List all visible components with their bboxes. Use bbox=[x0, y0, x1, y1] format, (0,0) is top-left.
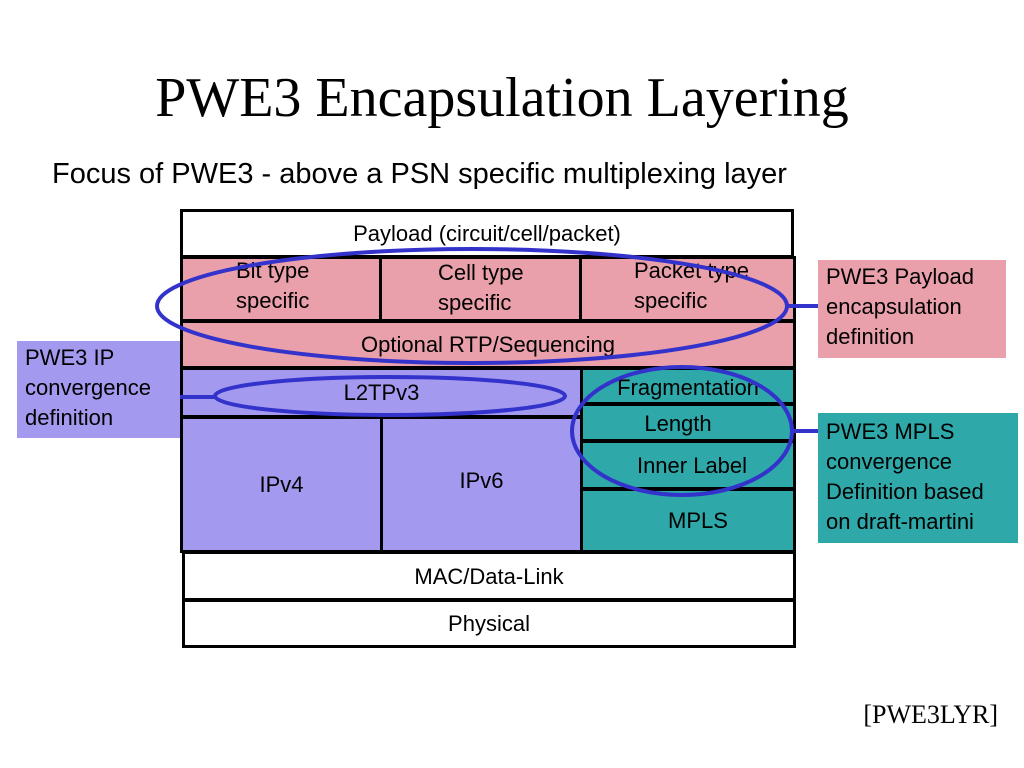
cell-type-line1: Cell type bbox=[438, 260, 524, 285]
physical-label: Physical bbox=[448, 611, 530, 636]
physical-layer: Physical bbox=[182, 599, 796, 648]
fragmentation-layer: Fragmentation bbox=[580, 367, 796, 405]
length-label: Length bbox=[644, 411, 712, 436]
mpls-layer: MPLS bbox=[580, 488, 796, 553]
payload-layer: Payload (circuit/cell/packet) bbox=[180, 209, 794, 258]
rtp-layer: Optional RTP/Sequencing bbox=[180, 320, 796, 369]
ipv4-layer: IPv4 bbox=[180, 416, 383, 553]
payload-def-line1: PWE3 Payload bbox=[826, 264, 974, 289]
bit-type-line2: specific bbox=[236, 288, 310, 313]
ipv6-label: IPv6 bbox=[459, 468, 504, 493]
slide-title: PWE3 Encapsulation Layering bbox=[155, 67, 849, 129]
slide-subtitle: Focus of PWE3 - above a PSN specific mul… bbox=[52, 158, 787, 190]
mpls-def-line2: convergence bbox=[826, 449, 952, 474]
bit-type-label: Bit type specific bbox=[236, 256, 309, 316]
inner-label-layer: Inner Label bbox=[580, 440, 796, 490]
mpls-def-line3: Definition based bbox=[826, 479, 984, 504]
payload-definition-callout: PWE3 Payload encapsulation definition bbox=[818, 260, 1006, 358]
packet-type-label: Packet type specific bbox=[634, 256, 749, 316]
ipv4-label: IPv4 bbox=[259, 472, 304, 497]
packet-type-line2: specific bbox=[634, 288, 708, 313]
rtp-label: Optional RTP/Sequencing bbox=[361, 332, 615, 357]
ip-def-line2: convergence bbox=[25, 375, 151, 400]
mpls-def-line4: on draft-martini bbox=[826, 509, 974, 534]
ip-definition-callout: PWE3 IP convergence definition bbox=[17, 341, 180, 438]
payload-def-line3: definition bbox=[826, 324, 915, 349]
mac-label: MAC/Data-Link bbox=[414, 563, 564, 589]
cell-type-label: Cell type specific bbox=[438, 258, 524, 318]
ipv6-layer: IPv6 bbox=[380, 416, 583, 553]
ip-def-line3: definition bbox=[25, 405, 114, 430]
l2tpv3-layer: L2TPv3 bbox=[180, 367, 583, 418]
payload-label: Payload (circuit/cell/packet) bbox=[353, 221, 621, 246]
l2tpv3-label: L2TPv3 bbox=[343, 380, 420, 405]
payload-def-line2: encapsulation bbox=[826, 294, 962, 319]
reference-tag: [PWE3LYR] bbox=[863, 700, 998, 729]
mac-layer: MAC/Data-Link bbox=[182, 551, 796, 601]
mpls-def-line1: PWE3 MPLS bbox=[826, 419, 955, 444]
packet-type-line1: Packet type bbox=[634, 258, 749, 283]
inner-label-label: Inner Label bbox=[636, 452, 748, 478]
mpls-definition-callout: PWE3 MPLS convergence Definition based o… bbox=[818, 413, 1018, 543]
fragmentation-label: Fragmentation bbox=[617, 375, 759, 400]
mpls-label: MPLS bbox=[668, 508, 728, 533]
bit-type-line1: Bit type bbox=[236, 258, 310, 283]
cell-type-line2: specific bbox=[438, 290, 512, 315]
ip-def-line1: PWE3 IP bbox=[25, 345, 115, 370]
length-layer: Length bbox=[580, 403, 796, 442]
